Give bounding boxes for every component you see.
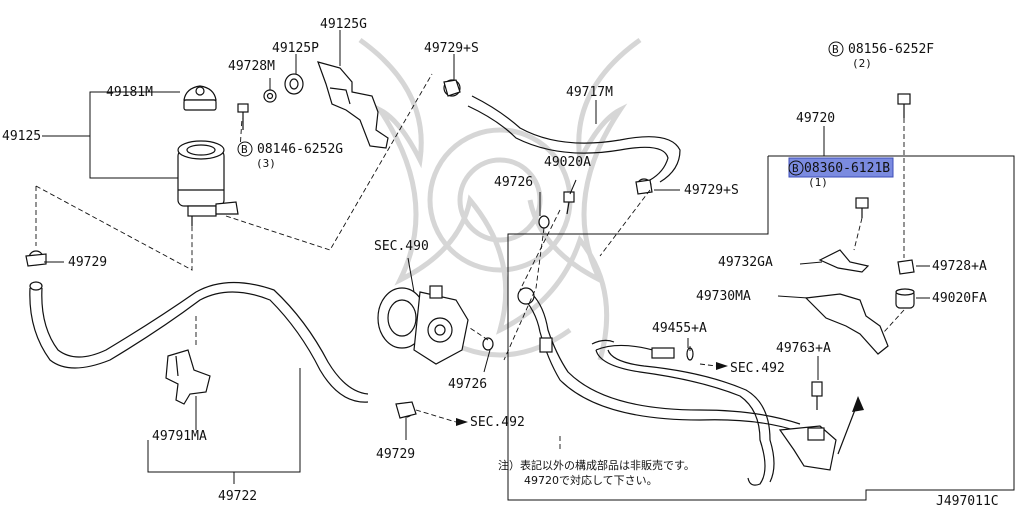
reservoir-tank[interactable]	[177, 140, 239, 226]
clamp-49729-bottom[interactable]	[395, 401, 417, 419]
label-49720: 49720	[796, 111, 835, 126]
svg-text:B: B	[241, 143, 248, 156]
label-49722: 49722	[218, 489, 257, 504]
label-49732GA: 49732GA	[718, 255, 773, 270]
hose-clip-49791MA[interactable]	[165, 349, 211, 405]
label-49726-bottom: 49726	[448, 377, 487, 392]
grommet-49020FA[interactable]	[895, 288, 915, 309]
label-49020A: 49020A	[544, 155, 591, 170]
flow-arrows	[456, 362, 864, 455]
bracket-49730MA[interactable]	[804, 293, 889, 355]
label-sec490: SEC.490	[374, 239, 429, 254]
washer-49726-bottom[interactable]	[482, 337, 494, 351]
svg-text:B: B	[792, 162, 799, 175]
small-clip[interactable]	[263, 89, 277, 103]
label-08360-6121B: 08360-6121B	[804, 161, 890, 176]
svg-text:B: B	[832, 43, 839, 56]
highlighted-part-callout[interactable]: B	[788, 157, 894, 178]
label-49729S-top: 49729+S	[424, 41, 479, 56]
bolt-marker-08146: B	[237, 141, 253, 157]
label-49125G: 49125G	[320, 17, 367, 32]
clip-49728A[interactable]	[897, 259, 915, 275]
bolt-08156[interactable]	[897, 93, 911, 118]
note-line-1: 注）表記以外の構成部品は非販売です。	[498, 458, 695, 472]
label-sec492-bottom: SEC.492	[470, 415, 525, 430]
label-49729-left: 49729	[68, 255, 107, 270]
label-49125P: 49125P	[272, 41, 319, 56]
clamp-49729S-right[interactable]	[635, 178, 653, 195]
label-49181M: 49181M	[106, 85, 153, 100]
sensor-49763A[interactable]	[811, 381, 823, 410]
hose-49722[interactable]	[29, 281, 369, 403]
reservoir-bracket[interactable]	[317, 61, 389, 149]
bolt-marker-08156: B	[828, 41, 844, 57]
label-08360-qty: (1)	[808, 176, 828, 189]
watermark-emblem	[358, 37, 642, 361]
diagram-code: J497011C	[936, 494, 999, 509]
reservoir-cap[interactable]	[183, 85, 217, 111]
bolt-08360[interactable]	[855, 197, 869, 218]
label-08156-6252F: 08156-6252F	[848, 42, 934, 57]
label-49791MA: 49791MA	[152, 429, 207, 444]
note-line-2: 49720で対応して下さい。	[524, 473, 658, 487]
power-steering-pump[interactable]	[377, 285, 469, 365]
label-sec492-right: SEC.492	[730, 361, 785, 376]
label-49730MA: 49730MA	[696, 289, 751, 304]
label-49729S-right: 49729+S	[684, 183, 739, 198]
label-49717M: 49717M	[566, 85, 613, 100]
label-08156-qty: (2)	[852, 57, 872, 70]
label-49726-top: 49726	[494, 175, 533, 190]
leader-lines	[35, 30, 1015, 501]
hose-49717M[interactable]	[467, 95, 681, 183]
label-08146-6252G: 08146-6252G	[257, 142, 343, 157]
pressure-hose-49720[interactable]	[517, 287, 837, 486]
label-08146-qty: (3)	[256, 157, 276, 170]
label-49455A: 49455+A	[652, 321, 707, 336]
washer-49726-top[interactable]	[538, 215, 550, 229]
label-49728A: 49728+A	[932, 259, 987, 274]
clamp-49729-left[interactable]	[25, 250, 47, 267]
label-49763A: 49763+A	[776, 341, 831, 356]
bolt-08146[interactable]	[237, 103, 249, 130]
label-49020FA: 49020FA	[932, 291, 987, 306]
banjo-bolt-49020A[interactable]	[563, 191, 575, 215]
label-49728M: 49728M	[228, 59, 275, 74]
label-49729-bottom: 49729	[376, 447, 415, 462]
clamp-49729S-top[interactable]	[443, 79, 461, 97]
bracket-49732GA[interactable]	[818, 249, 870, 273]
label-49125: 49125	[2, 129, 41, 144]
grommet[interactable]	[284, 73, 304, 95]
